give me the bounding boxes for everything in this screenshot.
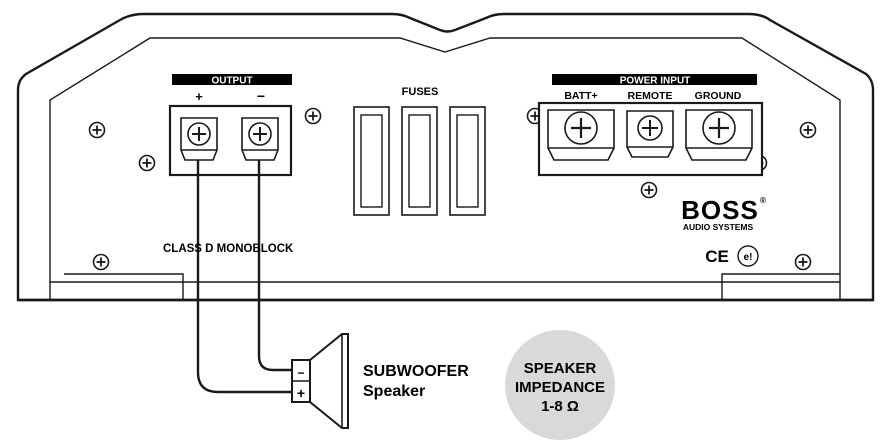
fuses-label: FUSES: [402, 86, 439, 98]
impedance-line2: IMPEDANCE: [515, 379, 605, 396]
brand-logo: BOSS ® AUDIO SYSTEMS: [681, 195, 766, 232]
ce-mark: CE: [705, 247, 729, 266]
fuse-2[interactable]: [401, 106, 438, 216]
output-minus-symbol: −: [257, 88, 265, 104]
class-d-monoblock-label: CLASS D MONOBLOCK: [163, 243, 294, 255]
impedance-line3: 1-8 Ω: [541, 398, 579, 415]
remote-terminal[interactable]: [626, 110, 674, 158]
negative-wire: [257, 160, 292, 372]
brand-name: BOSS: [681, 195, 759, 225]
batt-terminal[interactable]: [547, 109, 615, 161]
fuse-3[interactable]: [449, 106, 486, 216]
brand-subtitle: AUDIO SYSTEMS: [683, 222, 754, 232]
power-input-terminal-block: POWER INPUT BATT+ REMOTE GROUND: [537, 74, 764, 177]
speaker-impedance-badge: SPEAKER IMPEDANCE 1-8 Ω: [505, 330, 615, 440]
subwoofer-subtitle: Speaker: [363, 383, 425, 400]
subwoofer-title: SUBWOOFER: [363, 363, 469, 380]
output-label: OUTPUT: [211, 76, 252, 87]
output-negative-terminal[interactable]: [241, 117, 279, 161]
e-mark-badge: e!: [737, 245, 759, 267]
fuses-group: FUSES: [353, 86, 486, 216]
chassis-left-foot: [64, 273, 184, 300]
ground-label: GROUND: [695, 90, 742, 102]
output-terminal-block: OUTPUT + −: [168, 74, 293, 177]
chassis-inner-panel: [49, 37, 841, 283]
e-mark: e!: [744, 252, 753, 263]
fuse-1[interactable]: [353, 106, 390, 216]
subwoofer-speaker-icon: − +: [291, 333, 349, 429]
brand-registered-mark: ®: [760, 196, 766, 205]
batt-label: BATT+: [564, 90, 597, 102]
output-positive-terminal[interactable]: [180, 117, 218, 161]
impedance-line1: SPEAKER: [524, 360, 597, 377]
chassis-outer-outline: [16, 12, 875, 302]
positive-wire: [196, 160, 292, 394]
speaker-wires: [196, 160, 292, 394]
chassis-right-foot: [721, 273, 840, 300]
power-input-label: POWER INPUT: [620, 76, 691, 87]
ground-terminal[interactable]: [685, 109, 753, 161]
speaker-minus-terminal: −: [297, 366, 304, 380]
speaker-plus-terminal: +: [297, 385, 305, 401]
amplifier-chassis: [16, 12, 875, 302]
remote-label: REMOTE: [628, 90, 673, 102]
output-plus-symbol: +: [195, 89, 203, 104]
